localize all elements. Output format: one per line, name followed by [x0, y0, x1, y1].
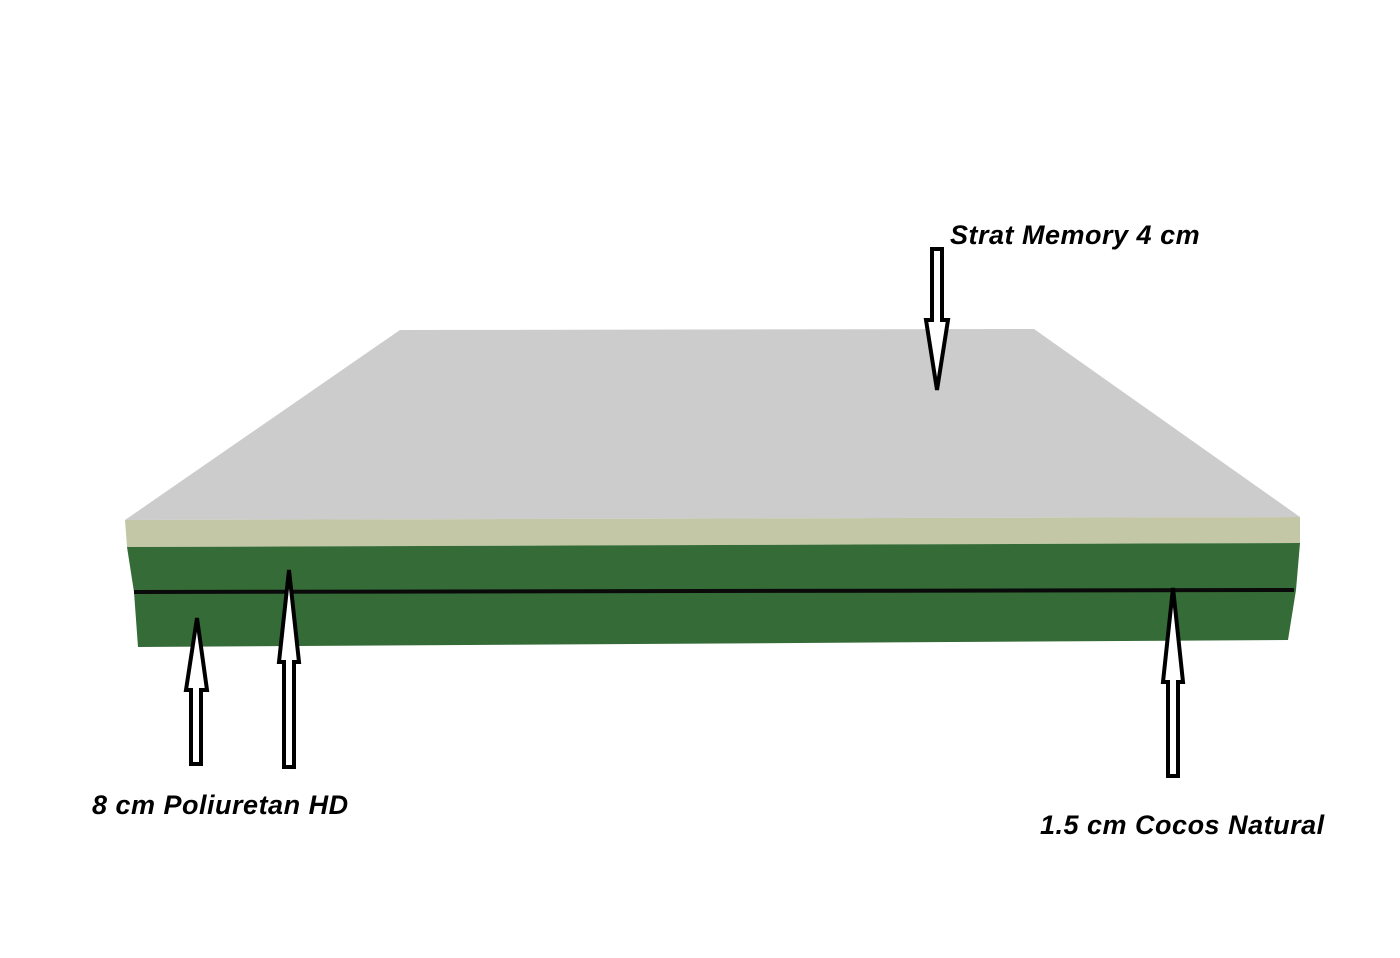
cocos-layer-label: 1.5 cm Cocos Natural [1040, 810, 1325, 840]
polyurethane-layer-lower [134, 590, 1296, 647]
memory-layer-top-surface [125, 329, 1300, 520]
polyurethane-layer-upper [127, 543, 1300, 592]
arrow-cocos-icon [1160, 587, 1186, 778]
memory-layer-label: Strat Memory 4 cm [950, 220, 1201, 250]
arrow-memory-icon [923, 247, 951, 391]
poliuretan-layer-label: 8 cm Poliuretan HD [92, 790, 349, 820]
memory-layer-side [125, 517, 1300, 547]
arrow-poliuretan-upper-icon [276, 569, 302, 769]
coconut-layer-line [133, 588, 1295, 594]
arrow-poliuretan-lower-icon [183, 617, 210, 766]
